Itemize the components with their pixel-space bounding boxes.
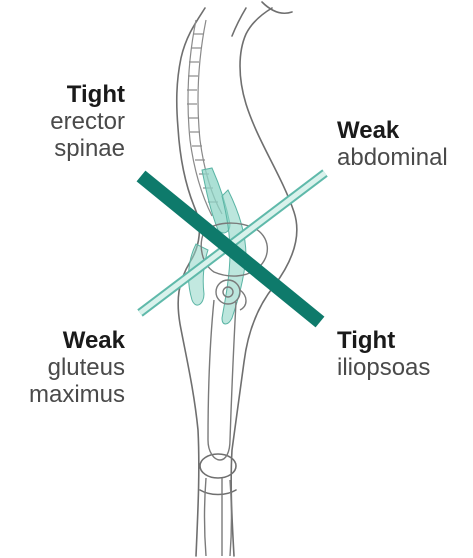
label-muscle: erector spinae <box>0 108 125 162</box>
label-tight-iliopsoas: Tight iliopsoas <box>337 327 473 381</box>
label-weak-abdominal: Weak abdominal <box>337 117 473 171</box>
tibia-fibula <box>205 478 232 556</box>
label-weak-gluteus-maximus: Weak gluteus maximus <box>0 327 125 408</box>
label-tight-erector-spinae: Tight erector spinae <box>0 81 125 162</box>
label-status: Weak <box>0 327 125 354</box>
label-status: Tight <box>0 81 125 108</box>
label-muscle: abdominal <box>337 144 473 171</box>
label-status: Weak <box>337 117 473 144</box>
label-muscle: iliopsoas <box>337 354 473 381</box>
label-status: Tight <box>337 327 473 354</box>
label-muscle: gluteus maximus <box>0 354 125 408</box>
